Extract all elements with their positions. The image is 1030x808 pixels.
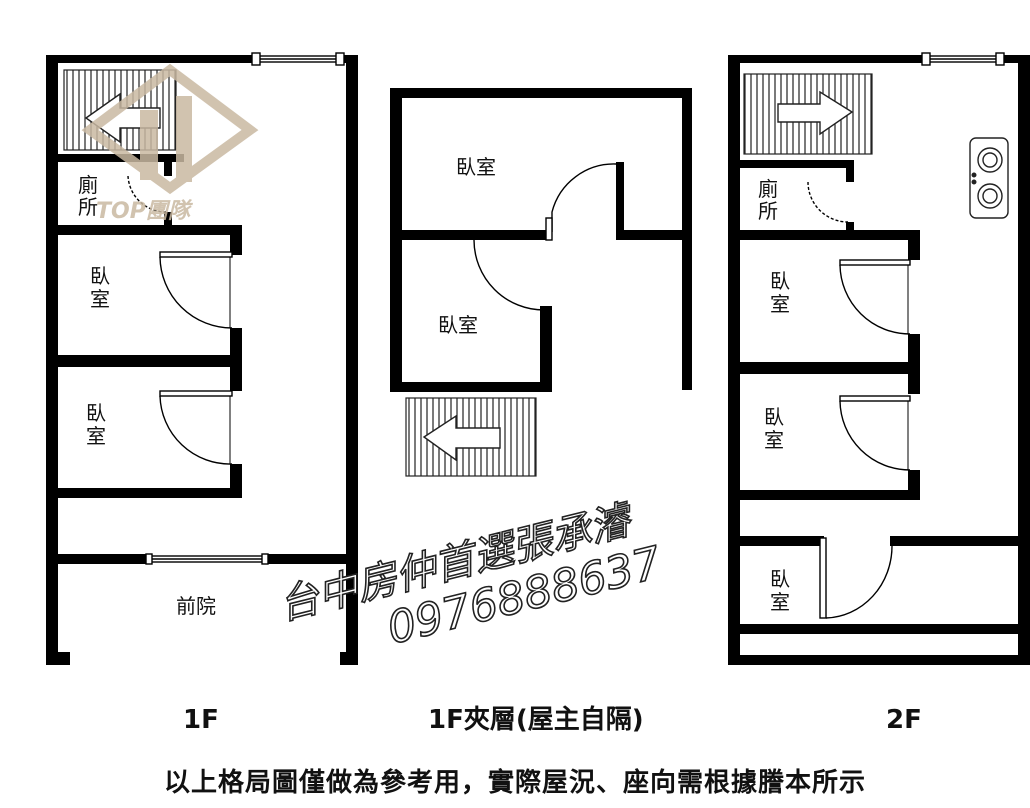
floor-mezzanine-openings — [473, 163, 617, 311]
room-label: 臥 — [90, 264, 110, 288]
floor-2f-plan — [728, 55, 1030, 665]
floor-label-2f: 2F — [886, 705, 922, 735]
floor-label-mezzanine: 1F夾層(屋主自隔) — [428, 704, 644, 735]
floor-1f-openings — [127, 52, 345, 565]
room-label: 廁 — [758, 177, 778, 201]
floor-mezzanine-plan — [390, 88, 692, 392]
floor-1f-labels: 廁 所 臥 室 臥 室 前院 1F — [78, 173, 219, 735]
room-label: 臥室 — [456, 155, 496, 179]
room-label: 室 — [764, 428, 784, 452]
floor-2f-stairs — [743, 73, 873, 155]
room-label: 臥室 — [438, 313, 478, 337]
room-label: 臥 — [770, 567, 790, 591]
floor-2f-labels: 廁 所 臥 室 臥 室 臥 室 2F — [758, 177, 922, 735]
room-label: 所 — [78, 195, 98, 219]
floor-1f-plan — [46, 55, 358, 665]
stove-icon — [969, 137, 1009, 219]
room-label: 廁 — [78, 173, 98, 197]
room-label: 室 — [770, 292, 790, 316]
top-team-logo: TOP團隊 — [81, 63, 259, 224]
room-label: 所 — [758, 199, 778, 223]
room-label: 臥 — [764, 405, 784, 429]
floor-mezzanine-labels: 臥室 臥室 1F夾層(屋主自隔) — [428, 155, 644, 735]
room-label: 臥 — [86, 401, 106, 425]
agent-watermark: 台中房仲首選張承濬 0976888637 — [273, 496, 667, 656]
room-label: 前院 — [176, 594, 216, 618]
logo-text: TOP團隊 — [96, 199, 194, 224]
disclaimer-note: 以上格局圖僅做為參考用，實際屋況、座向需根據謄本所示 — [163, 768, 866, 798]
floor-label-1f: 1F — [183, 705, 219, 735]
floor-2f-openings — [807, 52, 1005, 619]
floor-mezzanine-stairs — [405, 397, 537, 477]
room-label: 室 — [90, 287, 110, 311]
room-label: 臥 — [770, 269, 790, 293]
room-label: 室 — [770, 590, 790, 614]
room-label: 室 — [86, 424, 106, 448]
